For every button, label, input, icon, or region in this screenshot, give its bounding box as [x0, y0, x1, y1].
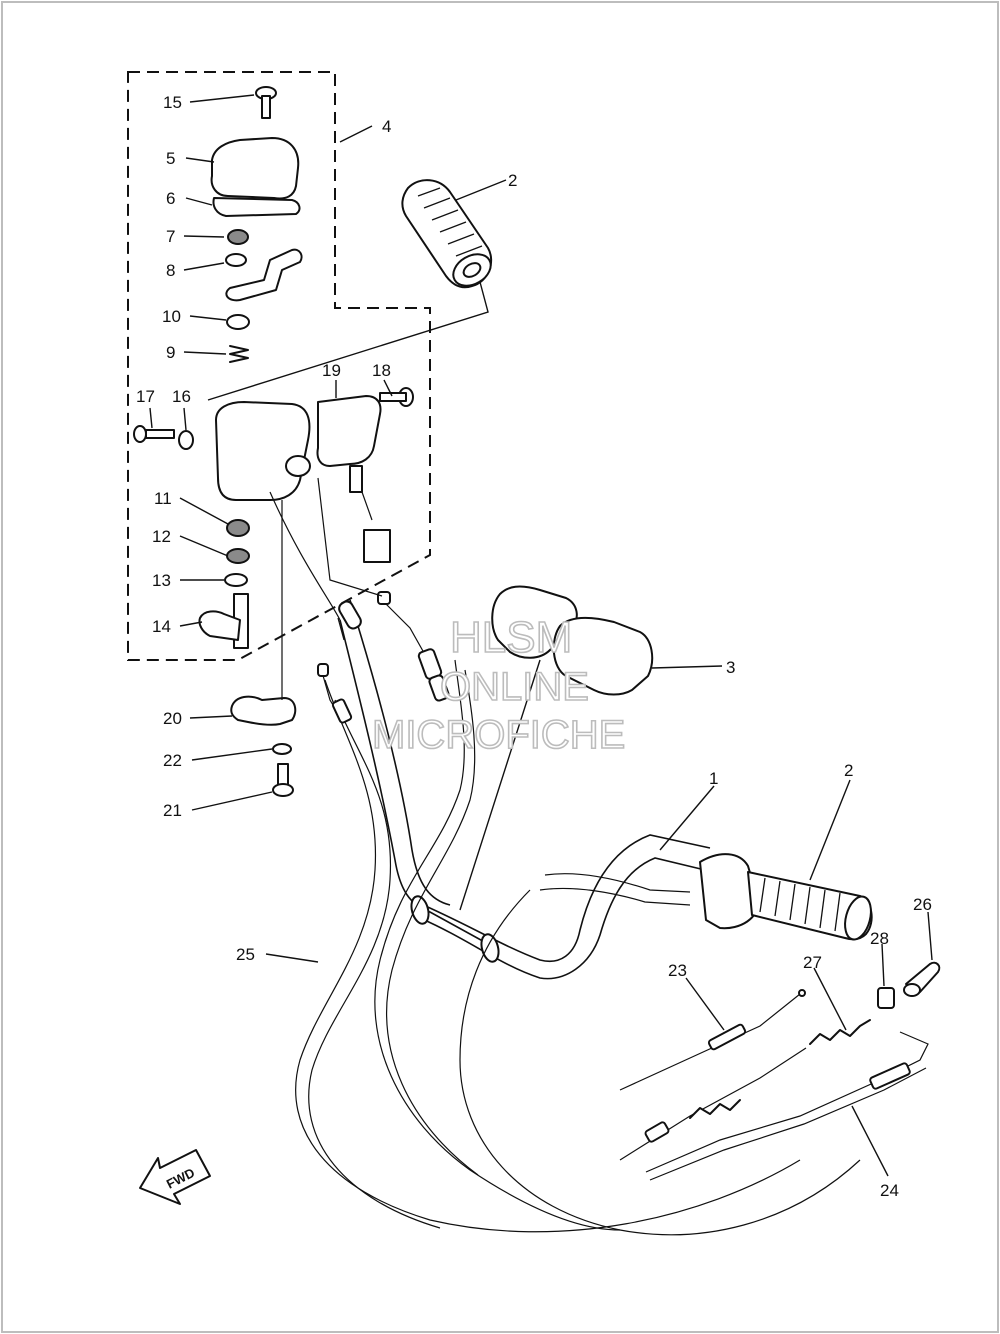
throttle-grip — [699, 853, 873, 941]
watermark-line-3: MICROFICHE — [372, 713, 625, 757]
callout-3: 3 — [726, 658, 735, 677]
callout-5: 5 — [166, 149, 175, 168]
callout-11: 11 — [154, 489, 172, 508]
bushing-11 — [226, 519, 250, 537]
callout-24: 24 — [880, 1181, 899, 1200]
gasket-6 — [212, 197, 301, 217]
callout-12: 12 — [152, 527, 171, 546]
watermark-line-2: ONLINE — [440, 665, 589, 709]
washer-13 — [224, 573, 248, 587]
bolt-18 — [379, 387, 414, 407]
fitting-26-28 — [877, 961, 941, 1009]
callout-27: 27 — [803, 953, 822, 972]
callout-19: 19 — [322, 361, 341, 380]
callout-1: 1 — [709, 769, 718, 788]
leader-lines — [149, 94, 933, 1177]
washer-12 — [226, 548, 250, 564]
callout-20: 20 — [163, 709, 182, 728]
callout-labels: 15 5 6 7 8 10 9 17 16 19 18 4 2 11 12 13… — [136, 93, 932, 1200]
bolt-21 — [272, 763, 294, 797]
cable-23 — [619, 989, 806, 1091]
callout-17: 17 — [136, 387, 155, 406]
left-grip-texture — [417, 187, 483, 257]
watermark: HLSM ONLINE MICROFICHE — [371, 612, 626, 758]
washer-22 — [272, 743, 292, 755]
callout-2-top: 2 — [508, 171, 517, 190]
lever-14 — [198, 593, 249, 649]
cable-27 — [619, 1019, 871, 1161]
callout-4: 4 — [382, 117, 391, 136]
callout-26: 26 — [913, 895, 932, 914]
callout-7: 7 — [166, 227, 175, 246]
callout-9: 9 — [166, 343, 175, 362]
callout-18: 18 — [372, 361, 391, 380]
switch-body — [215, 401, 311, 501]
fwd-arrow-icon: FWD — [139, 1149, 211, 1205]
cover-5 — [210, 137, 300, 200]
cable-loops — [295, 659, 861, 1236]
callout-14: 14 — [152, 617, 171, 636]
collar-10 — [226, 314, 250, 330]
callout-2-right: 2 — [844, 761, 853, 780]
spring-9 — [229, 345, 249, 363]
switch-19 — [316, 395, 382, 467]
switch-19-plunger — [349, 465, 363, 493]
washer-8 — [225, 253, 247, 267]
switch-body-port — [285, 455, 311, 477]
callout-23: 23 — [668, 961, 687, 980]
screw-15 — [255, 86, 277, 119]
callout-10: 10 — [162, 307, 181, 326]
bracket — [225, 248, 303, 302]
housing-3 — [491, 585, 654, 696]
callout-15: 15 — [163, 93, 182, 112]
watermark-line-1: HLSM — [450, 613, 572, 662]
clamp-20 — [230, 695, 297, 726]
callout-22: 22 — [163, 751, 182, 770]
nut-7 — [227, 229, 249, 245]
callout-16: 16 — [172, 387, 191, 406]
nut-16 — [178, 430, 194, 450]
cable-leads — [269, 477, 450, 724]
callout-8: 8 — [166, 261, 175, 280]
left-grip — [401, 179, 493, 289]
callout-21: 21 — [163, 801, 182, 820]
bolt-17 — [133, 425, 175, 443]
cable-24 — [645, 1031, 929, 1181]
callout-25: 25 — [236, 945, 255, 964]
grip-texture — [759, 877, 841, 932]
callout-6: 6 — [166, 189, 175, 208]
connector — [361, 491, 391, 563]
callout-28: 28 — [870, 929, 889, 948]
callout-13: 13 — [152, 571, 171, 590]
